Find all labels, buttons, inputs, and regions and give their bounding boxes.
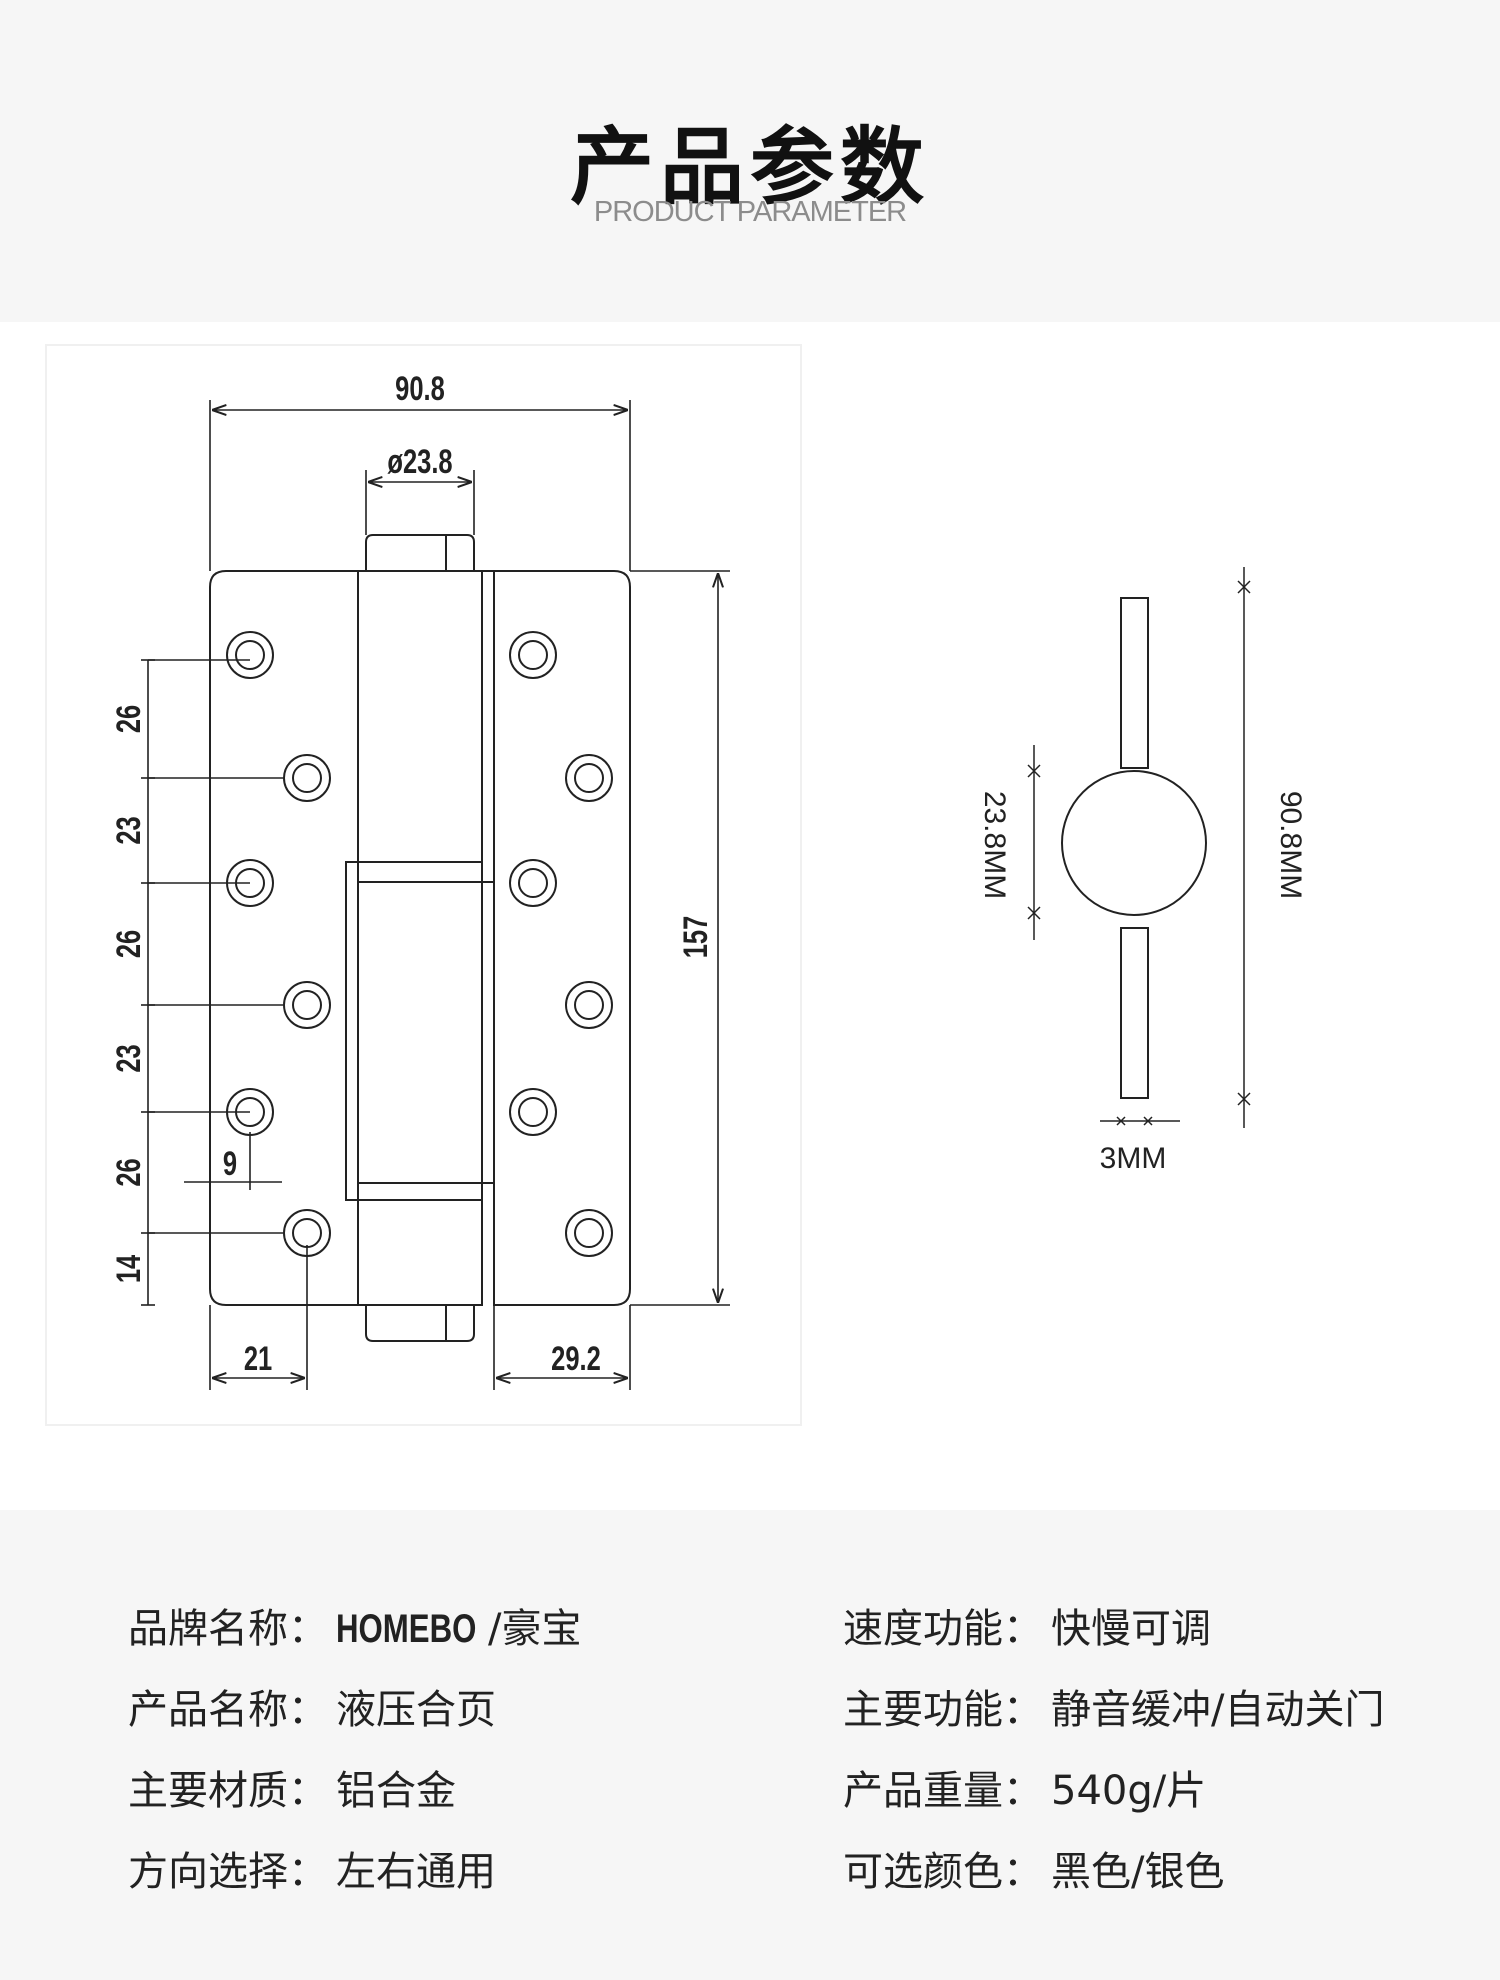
spec-name-value: 液压合页 (336, 1687, 496, 1733)
screw-hole-inner (292, 763, 322, 793)
hole-spacing-label: 14 (111, 1255, 148, 1284)
screw-hole-inner (518, 868, 548, 898)
hole-spacing-label: 23 (111, 1044, 148, 1072)
page-subtitle: PRODUCT PARAMETER (593, 196, 907, 228)
spec-brand-label: 品牌名称： (128, 1606, 328, 1652)
screw-hole (226, 631, 274, 679)
hole-spacing-chain (141, 659, 284, 1306)
hole-spacing-label: 26 (111, 930, 148, 958)
right-offset-label: 29.2 (551, 1341, 601, 1378)
spec-direction: 方向选择：左右通用 (128, 1839, 496, 1897)
screw-hole (565, 754, 613, 802)
spec-weight-label: 产品重量： (843, 1768, 1043, 1814)
right-leaf (493, 570, 631, 1306)
screw-hole-inner (574, 990, 604, 1020)
hole-spacing-label: 26 (111, 705, 148, 733)
drawing-frame (45, 344, 802, 1426)
thickness-label: 3MM (1100, 1142, 1167, 1175)
screw-hole-inner (574, 763, 604, 793)
spec-function-label: 主要功能： (843, 1687, 1043, 1733)
spec-name-label: 产品名称： (128, 1687, 328, 1733)
spec-function: 主要功能：静音缓冲/自动关门 (843, 1677, 1384, 1735)
barrel-diameter-label: ø23.8 (387, 444, 452, 481)
top-leaf (1120, 597, 1149, 769)
screw-hole (565, 981, 613, 1029)
spec-speed-label: 速度功能： (843, 1606, 1043, 1652)
screw-hole-inner (574, 1218, 604, 1248)
front-dimension-labels: 90.8 ø23.8 157 21 29.2 9 (223, 371, 715, 1378)
spec-material-value: 铝合金 (336, 1768, 456, 1814)
top-view-hinge (1061, 597, 1207, 1099)
spec-brand: 品牌名称：HOMEBO/豪宝 (128, 1596, 581, 1654)
spec-weight-value: 540g/片 (1051, 1768, 1207, 1814)
spec-speed: 速度功能：快慢可调 (843, 1596, 1211, 1654)
screw-hole-inner (235, 640, 265, 670)
left-offset-label: 21 (244, 1341, 272, 1378)
front-view-hinge (209, 534, 631, 1342)
hole-offset-label: 9 (223, 1146, 237, 1183)
hole-spacing-labels: 26 23 26 23 26 14 (111, 705, 148, 1283)
spec-direction-label: 方向选择： (128, 1849, 328, 1895)
width-label: 90.8 (395, 371, 445, 408)
technical-drawing: 90.8 ø23.8 157 21 29.2 9 26 23 26 23 26 14 (45, 344, 1307, 1426)
spec-product-name: 产品名称：液压合页 (128, 1677, 496, 1735)
screw-hole-inner (518, 640, 548, 670)
spec-direction-value: 左右通用 (336, 1849, 496, 1895)
screw-hole (509, 859, 557, 907)
spec-material-label: 主要材质： (128, 1768, 328, 1814)
top-view-labels: 90.8MM 23.8MM 3MM (978, 791, 1307, 1175)
spec-color: 可选颜色：黑色/银色 (843, 1839, 1224, 1897)
spec-function-value: 静音缓冲/自动关门 (1051, 1687, 1385, 1733)
brand-latin: HOMEBO (336, 1607, 477, 1651)
page-title: 产品参数 (569, 118, 930, 216)
spec-color-value: 黑色/银色 (1051, 1849, 1225, 1895)
open-width-label: 90.8MM (1274, 791, 1307, 899)
bottom-leaf (1120, 927, 1149, 1099)
spec-material: 主要材质：铝合金 (128, 1758, 456, 1816)
hole-spacing-label: 26 (111, 1158, 148, 1186)
screw-hole-inner (292, 990, 322, 1020)
top-view-dimensions (1027, 567, 1251, 1128)
spec-color-label: 可选颜色： (843, 1849, 1043, 1895)
screw-hole-inner (518, 1097, 548, 1127)
spec-panel: 品牌名称：HOMEBO/豪宝 产品名称：液压合页 主要材质：铝合金 方向选择：左… (0, 1510, 1500, 1980)
bottom-pin (365, 1305, 475, 1342)
screw-hole (509, 631, 557, 679)
front-dimensions (147, 400, 730, 1390)
screw-hole (509, 1088, 557, 1136)
knuckle-circle (1061, 770, 1207, 916)
drawing-area: 90.8 ø23.8 157 21 29.2 9 26 23 26 23 26 14 (0, 322, 1500, 1510)
screw-hole (565, 1209, 613, 1257)
hole-spacing-label: 23 (111, 816, 148, 844)
left-leaf (209, 570, 359, 1306)
height-label: 157 (678, 916, 715, 959)
header-banner: 产品参数 PRODUCT PARAMETER (0, 0, 1500, 322)
top-pin (365, 534, 475, 571)
spec-weight: 产品重量：540g/片 (843, 1758, 1206, 1816)
spec-speed-value: 快慢可调 (1051, 1606, 1211, 1652)
knuckle-diameter-label: 23.8MM (978, 791, 1011, 899)
brand-suffix: /豪宝 (488, 1606, 582, 1652)
